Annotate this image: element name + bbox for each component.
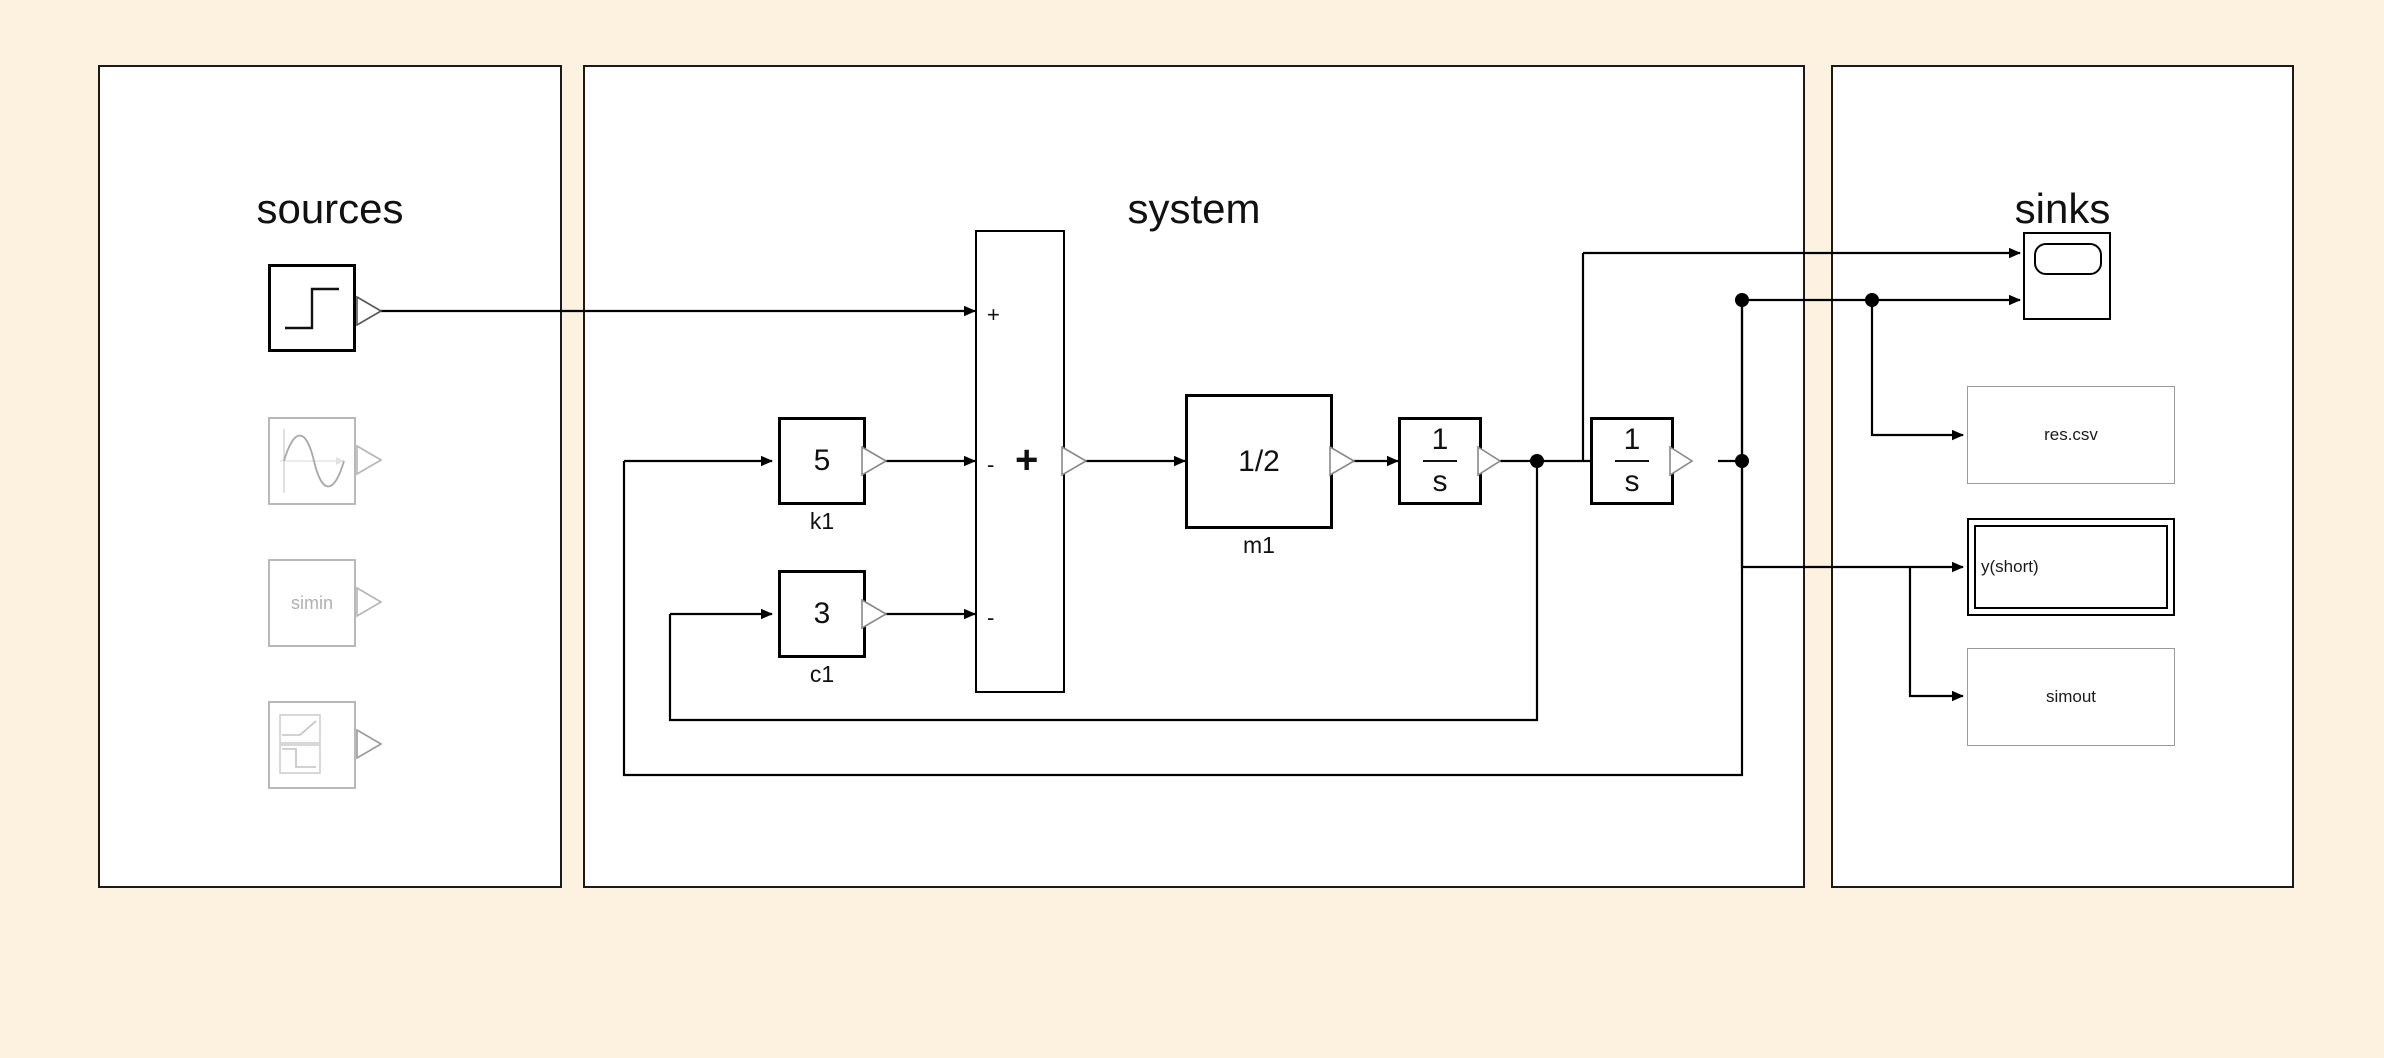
sum-port-sign-3: - [987,605,995,630]
integrator-1-fraction: 1 s [1423,425,1457,497]
gain-c1-block[interactable]: 3 c1 [778,570,866,687]
step-source-block[interactable] [268,264,356,352]
step-icon [285,287,339,330]
to-workspace-y-sink-label: y(short) [1981,557,2039,576]
integrator-1-denominator: s [1432,465,1448,498]
sum-operator-symbol: + [1015,438,1039,482]
gain-c1-value: 3 [813,597,831,630]
simin-label: simin [290,592,333,613]
sum-block[interactable]: + - - + [975,230,1065,693]
to-workspace-sink-block[interactable]: simout [1967,648,2175,746]
fraction-bar-icon [1615,460,1649,462]
sine-wave-source-block[interactable] [268,417,356,505]
gain-m1-block[interactable]: 1/2 m1 [1185,394,1333,558]
integrator-2-numerator: 1 [1623,423,1641,456]
integrator-2-block[interactable]: 1 s [1590,417,1674,505]
integrator-1-block[interactable]: 1 s [1398,417,1482,505]
scope-screen-icon [2034,243,2102,275]
gain-k1-label: k1 [809,508,835,534]
gain-m1-value: 1/2 [1238,444,1280,478]
gain-k1-block[interactable]: 5 k1 [778,417,866,534]
sum-port-sign-2: - [987,452,995,477]
signal-builder-icon [279,714,321,774]
gain-k1-value: 5 [813,444,831,477]
integrator-2-fraction: 1 s [1615,425,1649,497]
to-file-sink-label: res.csv [2044,425,2098,444]
gain-m1-label: m1 [1243,532,1275,558]
to-workspace-sink-label: simout [2045,687,2097,706]
sine-wave-icon [280,429,345,493]
from-workspace-source-block[interactable]: simin [268,559,356,647]
panel-title-sources: sources [256,185,404,232]
fraction-bar-icon [1423,460,1457,462]
integrator-1-numerator: 1 [1431,423,1449,456]
panel-title-system: system [1127,185,1261,232]
panel-title-sinks: sinks [2014,185,2111,232]
signal-builder-source-block[interactable] [268,701,356,789]
to-workspace-y-sink-block[interactable]: y(short) [1967,518,2175,616]
scope-sink-block[interactable] [2023,232,2111,320]
integrator-2-denominator: s [1624,465,1640,498]
to-workspace-y-inner-border: y(short) [1974,525,2168,609]
gain-c1-label: c1 [809,661,835,687]
sum-port-sign-1: + [987,302,1000,327]
to-file-sink-block[interactable]: res.csv [1967,386,2175,484]
